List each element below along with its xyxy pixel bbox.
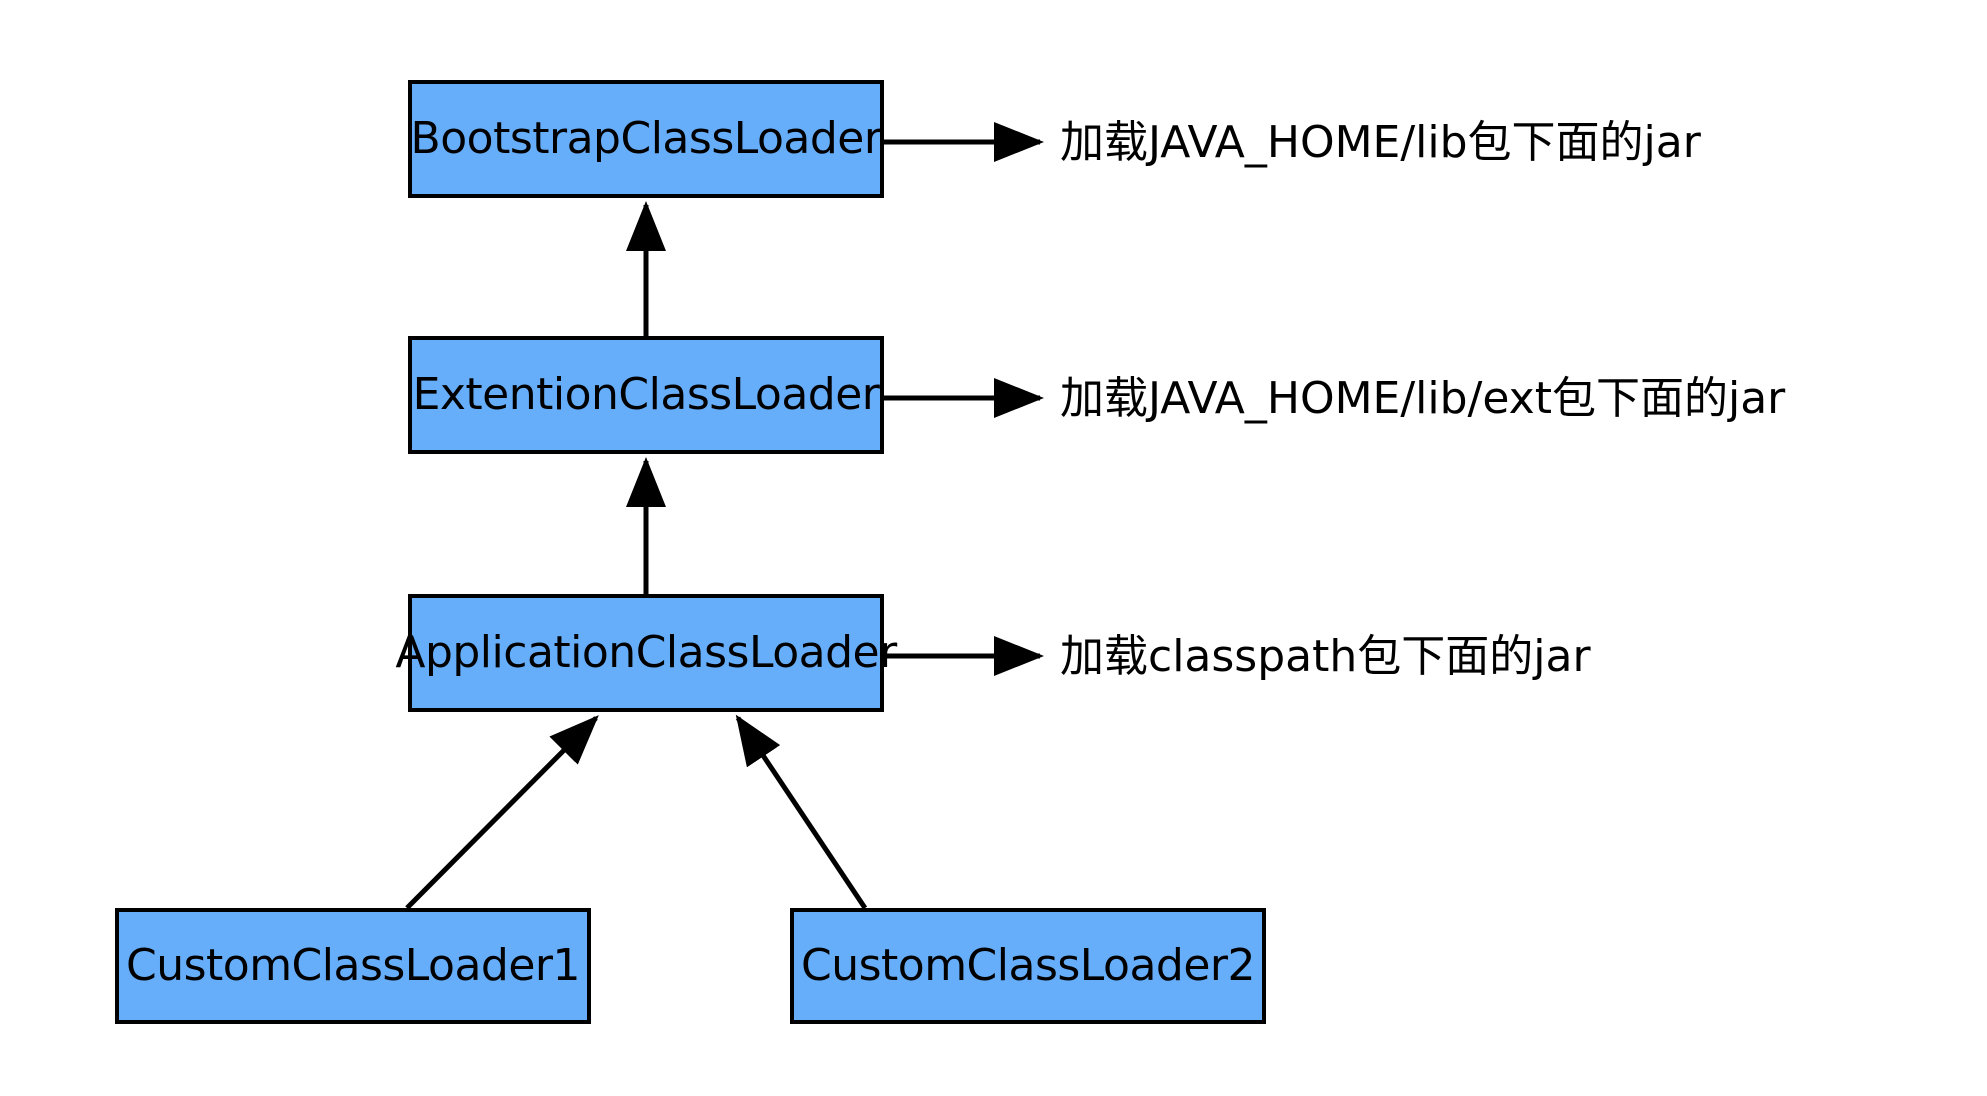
node-custom-class-loader-1[interactable]: CustomClassLoader1 xyxy=(115,908,591,1024)
node-label: CustomClassLoader1 xyxy=(125,940,581,991)
annotation-application-note: 加载classpath包下面的jar xyxy=(1060,631,1591,682)
node-label: CustomClassLoader2 xyxy=(800,940,1256,991)
edge-custom1-to-application xyxy=(405,715,599,910)
node-custom-class-loader-2[interactable]: CustomClassLoader2 xyxy=(790,908,1266,1024)
node-extention-class-loader[interactable]: ExtentionClassLoader xyxy=(408,336,884,454)
node-application-class-loader[interactable]: ApplicationClassLoader xyxy=(395,594,897,712)
edge-custom2-to-application xyxy=(735,714,868,910)
annotation-bootstrap-note: 加载JAVA_HOME/lib包下面的jar xyxy=(1060,117,1701,168)
node-label: ApplicationClassLoader xyxy=(395,627,897,678)
node-label: ExtentionClassLoader xyxy=(412,369,880,420)
annotation-extention-note: 加载JAVA_HOME/lib/ext包下面的jar xyxy=(1060,373,1786,424)
node-bootstrap-class-loader[interactable]: BootstrapClassLoader xyxy=(408,80,884,198)
node-label: BootstrapClassLoader xyxy=(410,113,882,164)
